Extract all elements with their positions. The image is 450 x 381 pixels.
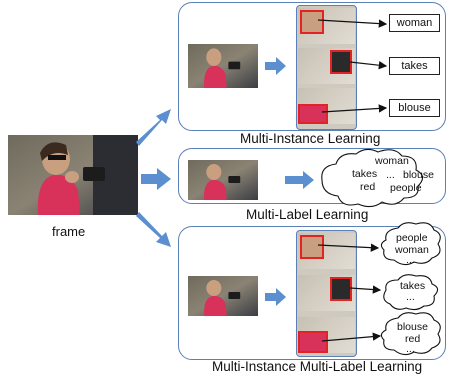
mil-highlight-blouse bbox=[298, 104, 328, 124]
mil-label-woman: woman bbox=[389, 14, 440, 32]
mll-word-woman: woman bbox=[375, 155, 409, 167]
mil-highlight-woman bbox=[300, 10, 324, 34]
frame-label: frame bbox=[52, 224, 86, 239]
miml-cloud1-people: people bbox=[396, 232, 428, 244]
mll-word-people: people bbox=[390, 182, 422, 194]
miml-title: Multi-Instance Multi-Label Learning bbox=[212, 359, 423, 374]
mil-label-takes: takes bbox=[389, 57, 440, 75]
mil-label-blouse: blouse bbox=[389, 99, 440, 117]
mll-cloud bbox=[321, 148, 424, 208]
miml-highlight-2 bbox=[330, 277, 352, 301]
miml-cloud-1 bbox=[380, 222, 441, 266]
miml-highlight-1 bbox=[300, 235, 324, 259]
mll-word-red: red bbox=[360, 181, 376, 193]
miml-cloud1-woman: woman bbox=[395, 244, 429, 256]
miml-cloud3-ellipsis: ... bbox=[406, 343, 415, 355]
mll-title: Multi-Label Learning bbox=[246, 207, 369, 222]
miml-cloud-3 bbox=[380, 312, 441, 356]
miml-cloud3-blouse: blouse bbox=[397, 321, 428, 333]
mll-word-ellipsis: ... bbox=[386, 169, 395, 181]
mil-title: Multi-Instance Learning bbox=[240, 131, 381, 146]
miml-cloud2-takes: takes bbox=[400, 280, 426, 292]
miml-cloud1-ellipsis: ... bbox=[406, 254, 415, 266]
miml-cloud3-red: red bbox=[405, 333, 421, 345]
mll-frame-thumb bbox=[188, 160, 258, 200]
miml-cloud2-ellipsis: ... bbox=[406, 291, 415, 303]
mil-frame-thumb bbox=[188, 44, 258, 88]
frame-photo bbox=[8, 135, 138, 215]
mll-word-takes: takes bbox=[352, 168, 378, 180]
miml-highlight-3 bbox=[298, 331, 328, 353]
miml-frame-thumb bbox=[188, 276, 258, 316]
mll-word-blouse: blouse bbox=[403, 169, 434, 181]
miml-cloud-2 bbox=[383, 274, 439, 311]
